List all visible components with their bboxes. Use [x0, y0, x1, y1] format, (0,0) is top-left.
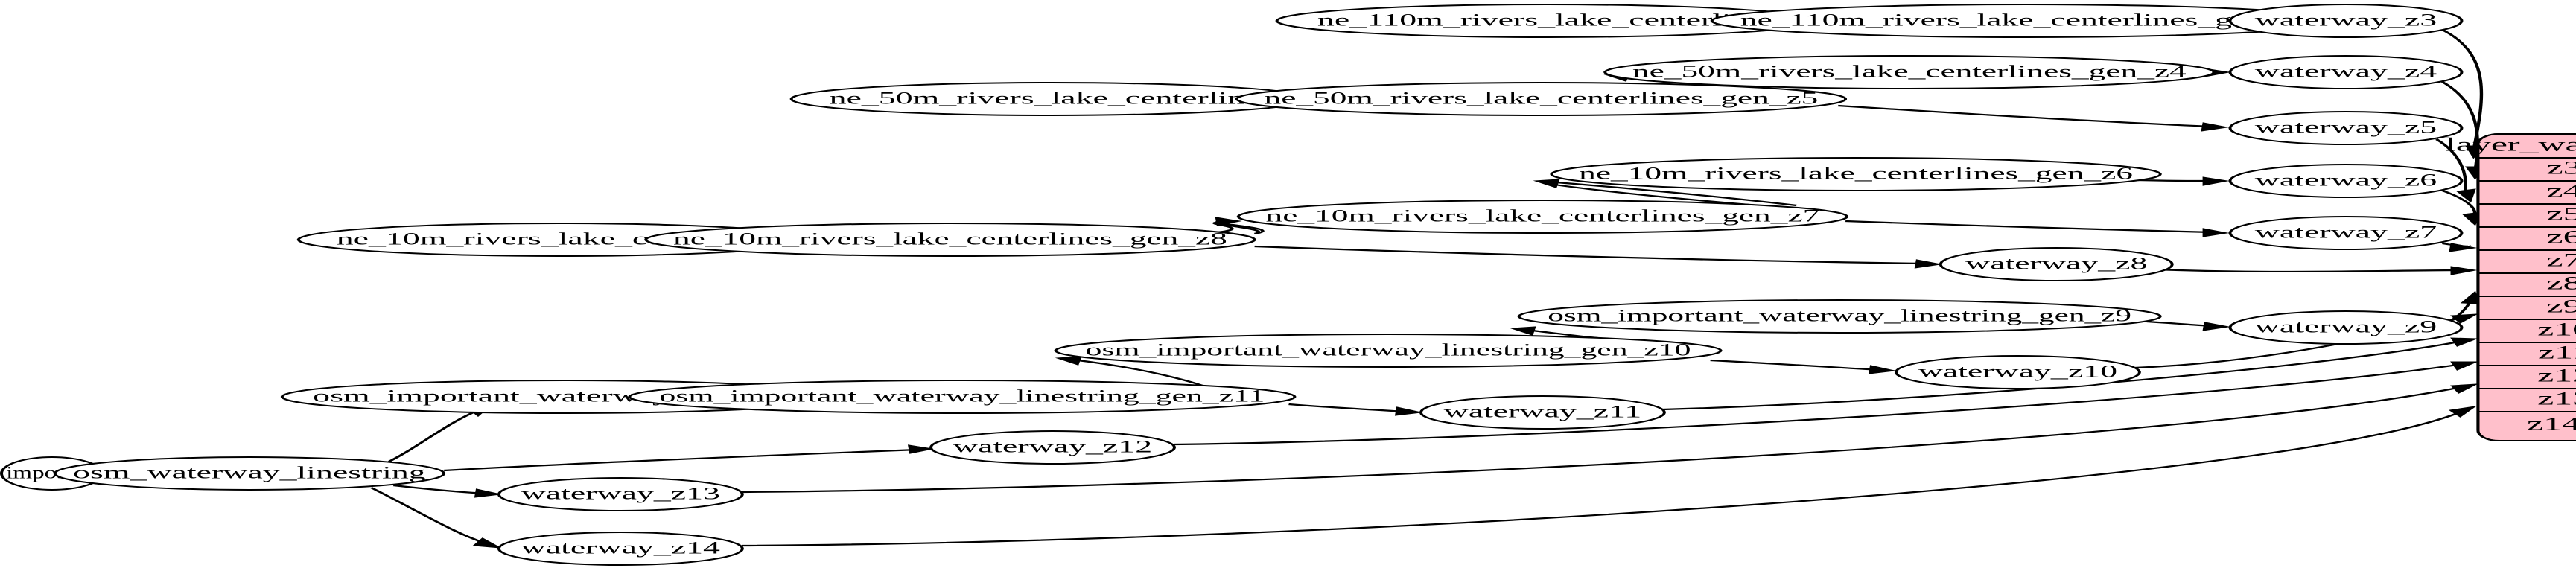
edge-waterway-z12-to-table: [1174, 361, 2479, 446]
node-waterway-z11[interactable]: waterway_z11: [1419, 395, 1666, 430]
node-ne-110m-rivers-lake-centerlines[interactable]: ne_110m_rivers_lake_centerlines: [1275, 4, 1819, 38]
node-osm-important-waterway-linestring-gen-z10[interactable]: osm_important_waterway_linestring_gen_z1…: [1054, 334, 1723, 368]
edge-gen-z6-to-waterway-z6: [2137, 176, 2230, 186]
node-waterway-z13[interactable]: waterway_z13: [497, 477, 744, 511]
node-waterway-z5[interactable]: waterway_z5: [2228, 111, 2464, 145]
table-row-z4[interactable]: z4: [2478, 181, 2576, 205]
edge-oswl-to-waterway-z12: [443, 444, 935, 472]
table-row-z10[interactable]: z10: [2478, 319, 2576, 343]
table-header-cell: layer_waterway: [2446, 134, 2576, 159]
node-label: waterway_z14: [521, 538, 720, 557]
table-row-label: z10: [2537, 319, 2576, 340]
edge-gen-z7-to-waterway-z7: [1845, 220, 2230, 237]
table-row-z12[interactable]: z12: [2478, 366, 2576, 389]
table-row-z13[interactable]: z13: [2478, 389, 2576, 412]
edge-waterway-z7-to-table: [2441, 242, 2478, 252]
table-row-z5[interactable]: z5: [2478, 204, 2576, 228]
node-ne-50m-rivers-lake-centerlines-gen-z5[interactable]: ne_50m_rivers_lake_centerlines_gen_z5: [1235, 82, 1848, 116]
node-label: waterway_z10: [1918, 362, 2117, 380]
node-label: osm_important_waterway_linestring_gen_z1…: [660, 386, 1265, 405]
node-waterway-z9[interactable]: waterway_z9: [2228, 310, 2464, 345]
node-label: waterway_z6: [2255, 170, 2437, 189]
table-row-z7[interactable]: z7: [2478, 250, 2576, 274]
table-row-label: z12: [2537, 366, 2576, 386]
node-label: waterway_z4: [2255, 62, 2437, 80]
table-row-label: z7: [2547, 250, 2576, 271]
edge-waterway-z13-to-table: [742, 383, 2479, 494]
node-label: ne_110m_rivers_lake_centerlines: [1317, 10, 1777, 29]
node-waterway-z14[interactable]: waterway_z14: [497, 532, 744, 566]
node-waterway-z10[interactable]: waterway_z10: [1894, 355, 2141, 389]
node-osm-important-waterway-linestring-gen-z11[interactable]: osm_important_waterway_linestring_gen_z1…: [628, 380, 1297, 414]
node-label: waterway_z3: [2255, 10, 2437, 29]
node-label: ne_110m_rivers_lake_centerlines_gen_z3: [1740, 10, 2313, 29]
table-row-label: z5: [2547, 204, 2576, 225]
edge-oswl-to-waterway-z14: [369, 487, 503, 549]
edge-gen-z8-to-waterway-z8: [1254, 245, 1943, 269]
node-osm-waterway-linestring[interactable]: osm_waterway_linestring: [53, 456, 446, 491]
node-label: waterway_z5: [2255, 118, 2437, 136]
node-label: ne_50m_rivers_lake_centerlines_gen_z5: [1265, 89, 1819, 107]
node-ne-110m-rivers-lake-centerlines-gen-z3[interactable]: ne_110m_rivers_lake_centerlines_gen_z3: [1710, 4, 2343, 38]
node-ne-10m-rivers-lake-centerlines-gen-z6[interactable]: ne_10m_rivers_lake_centerlines_gen_z6: [1550, 157, 2162, 191]
table-row-label: z3: [2547, 158, 2576, 179]
layer-waterway-table[interactable]: layer_waterway z3 z4 z5 z6 z7 z8: [2446, 133, 2576, 441]
edge-gen-z10-to-waterway-z10: [1710, 359, 1898, 374]
table-title: layer_waterway: [2446, 135, 2576, 156]
node-waterway-z4[interactable]: waterway_z4: [2228, 55, 2464, 89]
table-row-label: z11: [2538, 342, 2576, 363]
edge-waterway-z6-to-table: [2441, 190, 2482, 226]
table-row-label: z6: [2547, 227, 2576, 248]
table-row-z11[interactable]: z11: [2478, 342, 2576, 366]
edge-gen-z9-to-waterway-z9: [2146, 320, 2231, 331]
table-row-label: z8: [2547, 273, 2576, 294]
edge-gen-z11-to-gen-z10: [1055, 356, 1204, 386]
edge-oswl-to-oiwl: [387, 405, 492, 462]
node-label: ne_10m_rivers_lake_centerlines_gen_z7: [1265, 206, 1819, 225]
edge-gen-z11-to-waterway-z11: [1288, 403, 1424, 416]
node-ne-10m-rivers-lake-centerlines-gen-z8[interactable]: ne_10m_rivers_lake_centerlines_gen_z8: [644, 223, 1256, 257]
node-ne-50m-rivers-lake-centerlines[interactable]: ne_50m_rivers_lake_centerlines: [789, 82, 1313, 116]
node-waterway-z12[interactable]: waterway_z12: [929, 430, 1176, 465]
node-ne-10m-rivers-lake-centerlines-gen-z7[interactable]: ne_10m_rivers_lake_centerlines_gen_z7: [1236, 200, 1849, 234]
node-label: waterway_z11: [1444, 402, 1642, 421]
node-label: osm_important_waterway_linestring_gen_z1…: [1086, 340, 1691, 359]
table-row-label: z13: [2537, 389, 2576, 409]
node-waterway-z6[interactable]: waterway_z6: [2228, 164, 2464, 198]
edge-gen-z7-to-gen-z6: [1533, 179, 1797, 208]
table-row-z9[interactable]: z9: [2478, 296, 2576, 320]
node-waterway-z7[interactable]: waterway_z7: [2228, 216, 2464, 250]
node-label: ne_50m_rivers_lake_centerlines_gen_z4: [1632, 62, 2187, 80]
edge-gen-z5-to-waterway-z5: [1837, 104, 2230, 132]
table-row-z3[interactable]: z3: [2478, 158, 2576, 182]
table-outline: [2476, 133, 2576, 441]
node-label: ne_10m_rivers_lake_centerlines_gen_z8: [673, 229, 1227, 248]
node-label: ne_50m_rivers_lake_centerlines: [830, 89, 1273, 107]
table-row-z14plus[interactable]: z14+: [2527, 414, 2576, 435]
node-label: ne_10m_rivers_lake_centerlines_gen_z6: [1579, 164, 2133, 182]
node-label: waterway_z12: [953, 437, 1152, 456]
table-row-label: z14+: [2527, 414, 2576, 435]
edge-gen-z8-to-gen-z7: [1212, 217, 1265, 235]
node-ne-50m-rivers-lake-centerlines-gen-z4[interactable]: ne_50m_rivers_lake_centerlines_gen_z4: [1603, 55, 2216, 89]
table-row-z6[interactable]: z6: [2478, 227, 2576, 251]
table-row-label: z9: [2547, 296, 2576, 317]
edge-waterway-z14-to-table: [742, 406, 2477, 547]
node-label: osm_important_waterway_linestring_gen_z9: [1548, 306, 2131, 325]
node-label: waterway_z8: [1965, 254, 2147, 272]
node-label: waterway_z13: [521, 484, 720, 502]
node-layer: imposm3 osm_waterway_linestring osm_impo…: [0, 4, 2464, 566]
edge-oswl-to-waterway-z13: [392, 484, 503, 498]
node-label: waterway_z7: [2255, 223, 2437, 241]
node-waterway-z3[interactable]: waterway_z3: [2228, 4, 2464, 38]
node-waterway-z8[interactable]: waterway_z8: [1939, 247, 2174, 281]
table-row-z8[interactable]: z8: [2478, 273, 2576, 297]
edge-waterway-z5-to-table: [2435, 138, 2476, 203]
node-label: waterway_z9: [2255, 317, 2437, 336]
node-osm-important-waterway-linestring-gen-z9[interactable]: osm_important_waterway_linestring_gen_z9: [1517, 299, 2162, 334]
edge-waterway-z8-to-table: [2155, 266, 2478, 275]
table-row-label: z4: [2547, 181, 2576, 202]
node-label: osm_waterway_linestring: [73, 463, 426, 482]
